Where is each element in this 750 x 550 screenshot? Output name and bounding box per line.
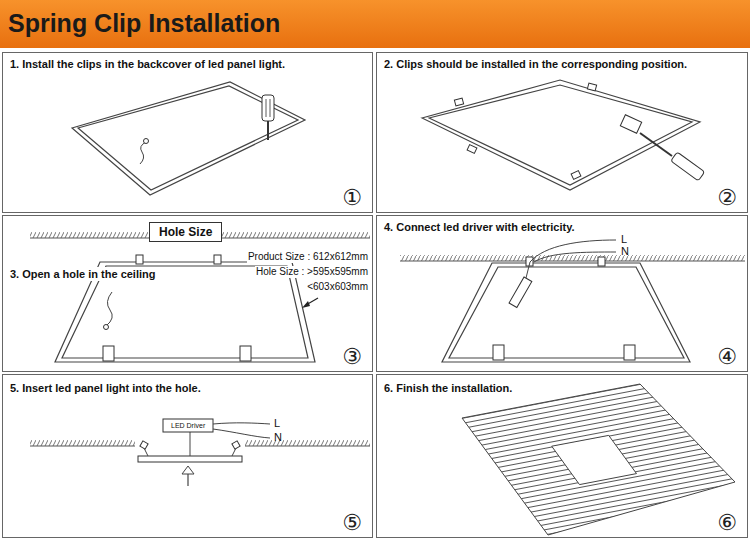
panel-frame-4-part	[509, 277, 532, 307]
dimension-label: Product Size : 612x612mm	[247, 251, 369, 263]
step-panel: 4. Connect led driver with electricity. ④	[376, 215, 748, 372]
panel-frame-4-part	[493, 345, 504, 360]
screwdriver-2	[640, 133, 705, 181]
finished-ceiling-6-part	[552, 435, 637, 484]
panel-frame-1-part	[144, 139, 149, 144]
panel-frame-4-part	[442, 263, 690, 362]
panel-slab-5-part	[140, 441, 148, 449]
panel-slab-5-part	[138, 456, 242, 462]
panel-frame-2-part	[454, 98, 463, 106]
header-bar: Spring Clip Installation	[0, 0, 750, 48]
panel-frame-2-part	[429, 85, 692, 185]
finished-ceiling-6	[462, 384, 735, 535]
wire-label: L	[273, 417, 281, 430]
panel-frame-4-part	[624, 345, 635, 360]
ceiling-5	[30, 440, 370, 446]
panel-frame-3-part	[103, 346, 114, 361]
page-title: Spring Clip Installation	[8, 9, 280, 38]
panel-frame-2	[422, 80, 700, 190]
panel-frame-4	[442, 240, 690, 362]
screwdriver-1-part	[266, 99, 267, 117]
panel-slab-5-part	[182, 466, 194, 474]
step-text: 5. Insert led panel light into the hole.	[8, 381, 203, 395]
panel-frame-4-part	[526, 262, 530, 278]
panel-slab-5-part	[213, 423, 270, 424]
box-label: Hole Size	[159, 225, 212, 239]
panel-slab-5-part	[213, 429, 270, 438]
panel-frame-2-part	[571, 171, 581, 180]
step-text: 1. Install the clips in the backcover of…	[8, 57, 287, 71]
step-text: 3. Open a hole in the ceiling	[8, 267, 157, 281]
wire-label: N	[273, 431, 283, 444]
wire-label: N	[620, 245, 630, 258]
step-number: ⑥	[717, 511, 737, 535]
ceiling-4-part	[400, 255, 745, 261]
hole-size-box: Hole Size	[149, 222, 222, 242]
step-panel: 2. Clips should be installed in the corr…	[376, 52, 748, 213]
panel-slab-5-part	[190, 432, 191, 456]
wire-label: L	[620, 233, 628, 246]
step-number: ⑤	[342, 511, 362, 535]
ceiling-5-part	[30, 446, 135, 447]
step-panel: 5. Insert led panel light into the hole.…	[2, 374, 373, 538]
driver-label: LED Driver	[170, 421, 206, 430]
finished-ceiling-6-part	[462, 384, 735, 535]
ceiling-5-part	[245, 446, 370, 447]
ceiling-5-part	[245, 440, 370, 446]
screwdriver-1-part	[267, 120, 269, 140]
panel-frame-3-part	[302, 301, 310, 308]
step-panel: 3. Open a hole in the ceiling ③ Hole Size	[2, 215, 373, 372]
screwdriver-1	[262, 95, 274, 140]
step-panel: 6. Finish the installation. ⑥	[376, 374, 748, 538]
step-panel: 1. Install the clips in the backcover of…	[2, 52, 373, 213]
panel-frame-2-part	[587, 83, 596, 91]
ceiling-5-part	[30, 440, 135, 446]
panel-slab-5-part	[163, 419, 213, 432]
panel-frame-4-part	[530, 240, 616, 262]
panel-frame-3-part	[136, 255, 143, 264]
panel-frame-4-part	[598, 257, 605, 266]
dimension-label: Hole Size : >595x595mm	[255, 266, 369, 278]
step-number: ③	[342, 345, 362, 369]
panel-frame-4-part	[449, 267, 684, 358]
screwdriver-1-part	[262, 95, 274, 121]
panel-frame-3-part	[106, 292, 112, 326]
panel-frame-3-part	[214, 255, 221, 264]
step-text: 2. Clips should be installed in the corr…	[382, 57, 689, 71]
screwdriver-1-part	[270, 99, 271, 117]
panel-frame-1	[72, 82, 305, 195]
panel-frame-2-part	[467, 145, 477, 154]
step-text: 4. Connect led driver with electricity.	[382, 220, 577, 234]
step-number: ①	[342, 186, 362, 210]
panel-frame-3-part	[240, 346, 251, 361]
panel-slab-5-part	[232, 441, 240, 449]
panel-frame-1-part	[140, 142, 146, 164]
panel-frame-2-part	[422, 80, 700, 190]
panel-slab-5	[138, 419, 270, 486]
step-text: 6. Finish the installation.	[382, 381, 514, 395]
screwdriver-2-part	[640, 133, 672, 156]
step-number: ④	[717, 345, 737, 369]
panel-frame-1-part	[78, 86, 298, 190]
ceiling-4	[400, 255, 745, 261]
ceiling-4-part	[400, 261, 745, 262]
screwdriver-2-part	[671, 152, 705, 181]
step-number: ②	[717, 186, 737, 210]
panel-frame-3-part	[104, 325, 109, 330]
panel-frame-2-part	[620, 115, 641, 133]
panel-frame-4-part	[534, 252, 616, 262]
dimension-label: <603x603mm	[306, 281, 369, 293]
panel-frame-1-part	[72, 82, 305, 195]
